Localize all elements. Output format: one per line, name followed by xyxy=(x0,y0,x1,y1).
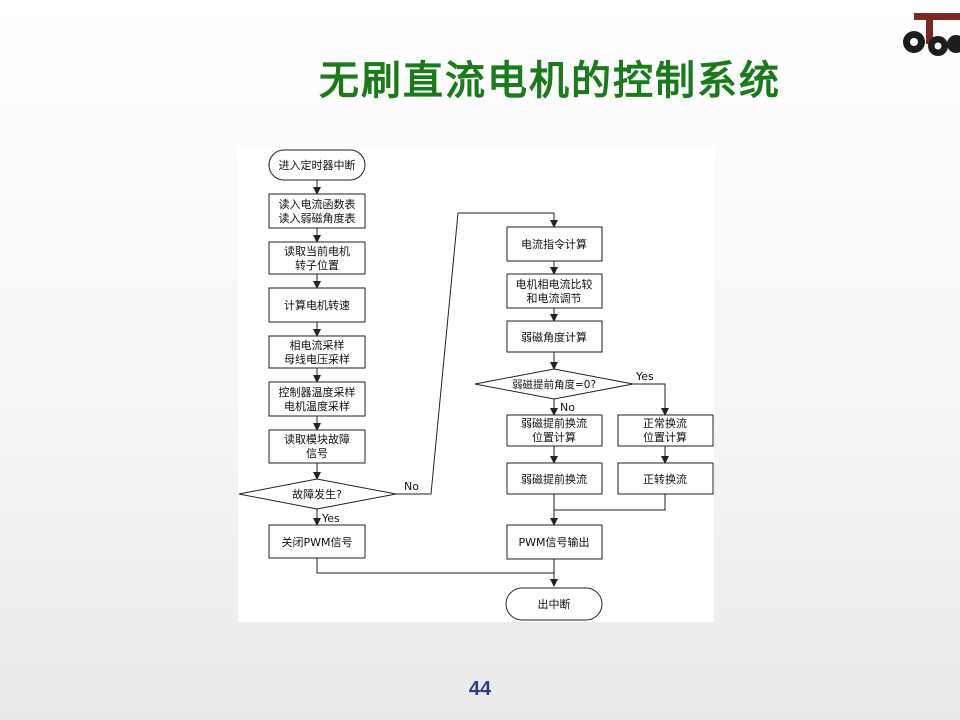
svg-text:信号: 信号 xyxy=(306,447,328,460)
svg-text:故障发生?: 故障发生? xyxy=(292,487,342,501)
svg-text:出中断: 出中断 xyxy=(538,597,571,611)
svg-text:进入定时器中断: 进入定时器中断 xyxy=(279,158,356,172)
node-pwm-out: PWM信号输出 xyxy=(506,524,603,560)
node-weak-angle: 弱磁角度计算 xyxy=(506,320,603,353)
page-number: 44 xyxy=(468,678,492,700)
flowchart-diagram: 进入定时器中断 读入电流函数表 读入弱磁角度表 读取当前电机 转子位置 计算电机… xyxy=(238,149,714,621)
svg-text:电流指令计算: 电流指令计算 xyxy=(521,237,587,251)
node-forward-commute: 正转换流 xyxy=(617,462,714,495)
svg-text:正转换流: 正转换流 xyxy=(643,472,687,486)
node-weak-commute: 弱磁提前换流 xyxy=(506,462,603,495)
node-normal-pos: 正常换流 位置计算 xyxy=(617,414,714,447)
svg-text:弱磁提前换流: 弱磁提前换流 xyxy=(521,472,587,486)
svg-text:电机温度采样: 电机温度采样 xyxy=(284,399,350,413)
svg-text:正常换流: 正常换流 xyxy=(643,416,687,430)
node-current-cmd: 电流指令计算 xyxy=(506,226,603,262)
slide-title: 无刷直流电机的控制系统 xyxy=(319,58,781,104)
svg-text:和电流调节: 和电流调节 xyxy=(527,291,582,305)
edge-label-angle-no: No xyxy=(560,401,575,414)
svg-text:位置计算: 位置计算 xyxy=(643,430,687,444)
svg-text:母线电压采样: 母线电压采样 xyxy=(284,352,350,366)
svg-text:控制器温度采样: 控制器温度采样 xyxy=(279,385,356,399)
node-temp-sample: 控制器温度采样 电机温度采样 xyxy=(268,381,366,417)
node-sample: 相电流采样 母线电压采样 xyxy=(268,335,366,369)
svg-text:计算电机转速: 计算电机转速 xyxy=(284,298,350,312)
svg-text:读入电流函数表: 读入电流函数表 xyxy=(279,197,356,211)
svg-text:位置计算: 位置计算 xyxy=(532,430,576,444)
flowchart-connectors xyxy=(313,180,669,587)
node-calc-speed: 计算电机转速 xyxy=(268,287,366,323)
node-close-pwm: 关闭PWM信号 xyxy=(268,524,366,559)
edge-label-fault-no: No xyxy=(404,480,419,493)
flowchart-panel: 进入定时器中断 读入电流函数表 读入弱磁角度表 读取当前电机 转子位置 计算电机… xyxy=(238,146,714,622)
svg-text:弱磁提前换流: 弱磁提前换流 xyxy=(521,416,587,430)
node-read-tables: 读入电流函数表 读入弱磁角度表 xyxy=(268,193,366,229)
node-read-position: 读取当前电机 转子位置 xyxy=(268,241,366,275)
svg-text:相电流采样: 相电流采样 xyxy=(290,338,345,352)
university-logo-icon xyxy=(900,10,960,62)
node-fault-decision: 故障发生? xyxy=(238,478,397,510)
svg-text:弱磁角度计算: 弱磁角度计算 xyxy=(521,330,587,344)
svg-text:弱磁提前角度=0?: 弱磁提前角度=0? xyxy=(512,378,596,391)
node-read-fault: 读取模块故障 信号 xyxy=(268,429,366,464)
edge-label-fault-yes: Yes xyxy=(321,512,340,525)
node-end: 出中断 xyxy=(505,587,603,621)
svg-text:读入弱磁角度表: 读入弱磁角度表 xyxy=(279,211,356,225)
svg-text:转子位置: 转子位置 xyxy=(295,258,339,272)
svg-text:读取模块故障: 读取模块故障 xyxy=(284,432,350,446)
node-angle-decision: 弱磁提前角度=0? xyxy=(474,368,634,400)
node-weak-pos: 弱磁提前换流 位置计算 xyxy=(506,414,603,447)
svg-text:PWM信号输出: PWM信号输出 xyxy=(518,535,589,549)
node-start: 进入定时器中断 xyxy=(268,149,366,181)
svg-text:读取当前电机: 读取当前电机 xyxy=(284,244,350,258)
svg-text:电机相电流比较: 电机相电流比较 xyxy=(516,277,593,291)
svg-text:关闭PWM信号: 关闭PWM信号 xyxy=(281,535,352,549)
edge-label-angle-yes: Yes xyxy=(635,370,654,383)
node-compare: 电机相电流比较 和电流调节 xyxy=(506,273,603,309)
